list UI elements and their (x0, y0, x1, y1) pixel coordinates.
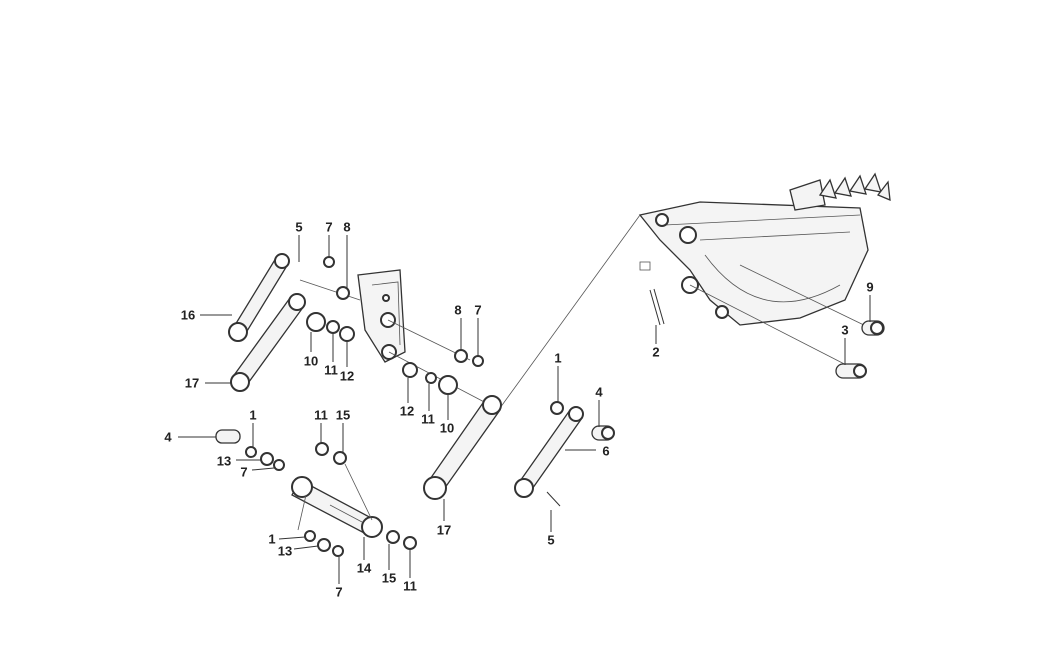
callout-17[interactable]: 17 (436, 522, 452, 538)
callout-8[interactable]: 8 (343, 219, 351, 235)
link-17-center (423, 395, 502, 500)
bucket-pin-3 (835, 363, 867, 379)
callout-1[interactable]: 1 (268, 531, 276, 547)
pin-4-left (215, 429, 241, 444)
callout-8[interactable]: 8 (454, 302, 462, 318)
callout-10[interactable]: 10 (303, 353, 319, 369)
rings (245, 256, 564, 557)
callout-15[interactable]: 15 (381, 570, 397, 586)
cylinder-14 (291, 476, 383, 538)
callout-12[interactable]: 12 (339, 368, 355, 384)
callout-13[interactable]: 13 (277, 543, 293, 559)
callout-16[interactable]: 16 (180, 307, 196, 323)
callout-11[interactable]: 11 (314, 407, 328, 423)
callout-2[interactable]: 2 (652, 344, 660, 360)
callout-1[interactable]: 1 (554, 350, 562, 366)
callout-15[interactable]: 15 (335, 407, 351, 423)
callout-5[interactable]: 5 (295, 219, 303, 235)
bracket (357, 269, 406, 363)
callout-10[interactable]: 10 (439, 420, 455, 436)
callout-1[interactable]: 1 (249, 407, 257, 423)
callout-5[interactable]: 5 (547, 532, 555, 548)
link-6 (514, 406, 584, 498)
bucket (638, 172, 891, 326)
callout-12[interactable]: 12 (399, 403, 415, 419)
callout-4[interactable]: 4 (164, 429, 172, 445)
bucket-pin-9 (861, 320, 885, 336)
callout-7[interactable]: 7 (335, 584, 343, 600)
callout-4[interactable]: 4 (595, 384, 603, 400)
callout-13[interactable]: 13 (216, 453, 232, 469)
callout-6[interactable]: 6 (602, 443, 610, 459)
callout-17[interactable]: 17 (184, 375, 200, 391)
callout-11[interactable]: 11 (403, 578, 417, 594)
pin-2 (649, 288, 665, 326)
bucket-teeth (818, 172, 891, 202)
link-17-left (230, 293, 306, 392)
callout-3[interactable]: 3 (841, 322, 849, 338)
leader-lines (178, 235, 871, 584)
callout-11[interactable]: 11 (324, 362, 338, 378)
callout-9[interactable]: 9 (866, 279, 874, 295)
callout-7[interactable]: 7 (325, 219, 333, 235)
callout-7[interactable]: 7 (240, 464, 248, 480)
callout-7[interactable]: 7 (474, 302, 482, 318)
callout-14[interactable]: 14 (356, 560, 372, 576)
link-16 (228, 253, 290, 342)
callout-11[interactable]: 11 (421, 411, 435, 427)
pin-4-right (591, 425, 615, 441)
